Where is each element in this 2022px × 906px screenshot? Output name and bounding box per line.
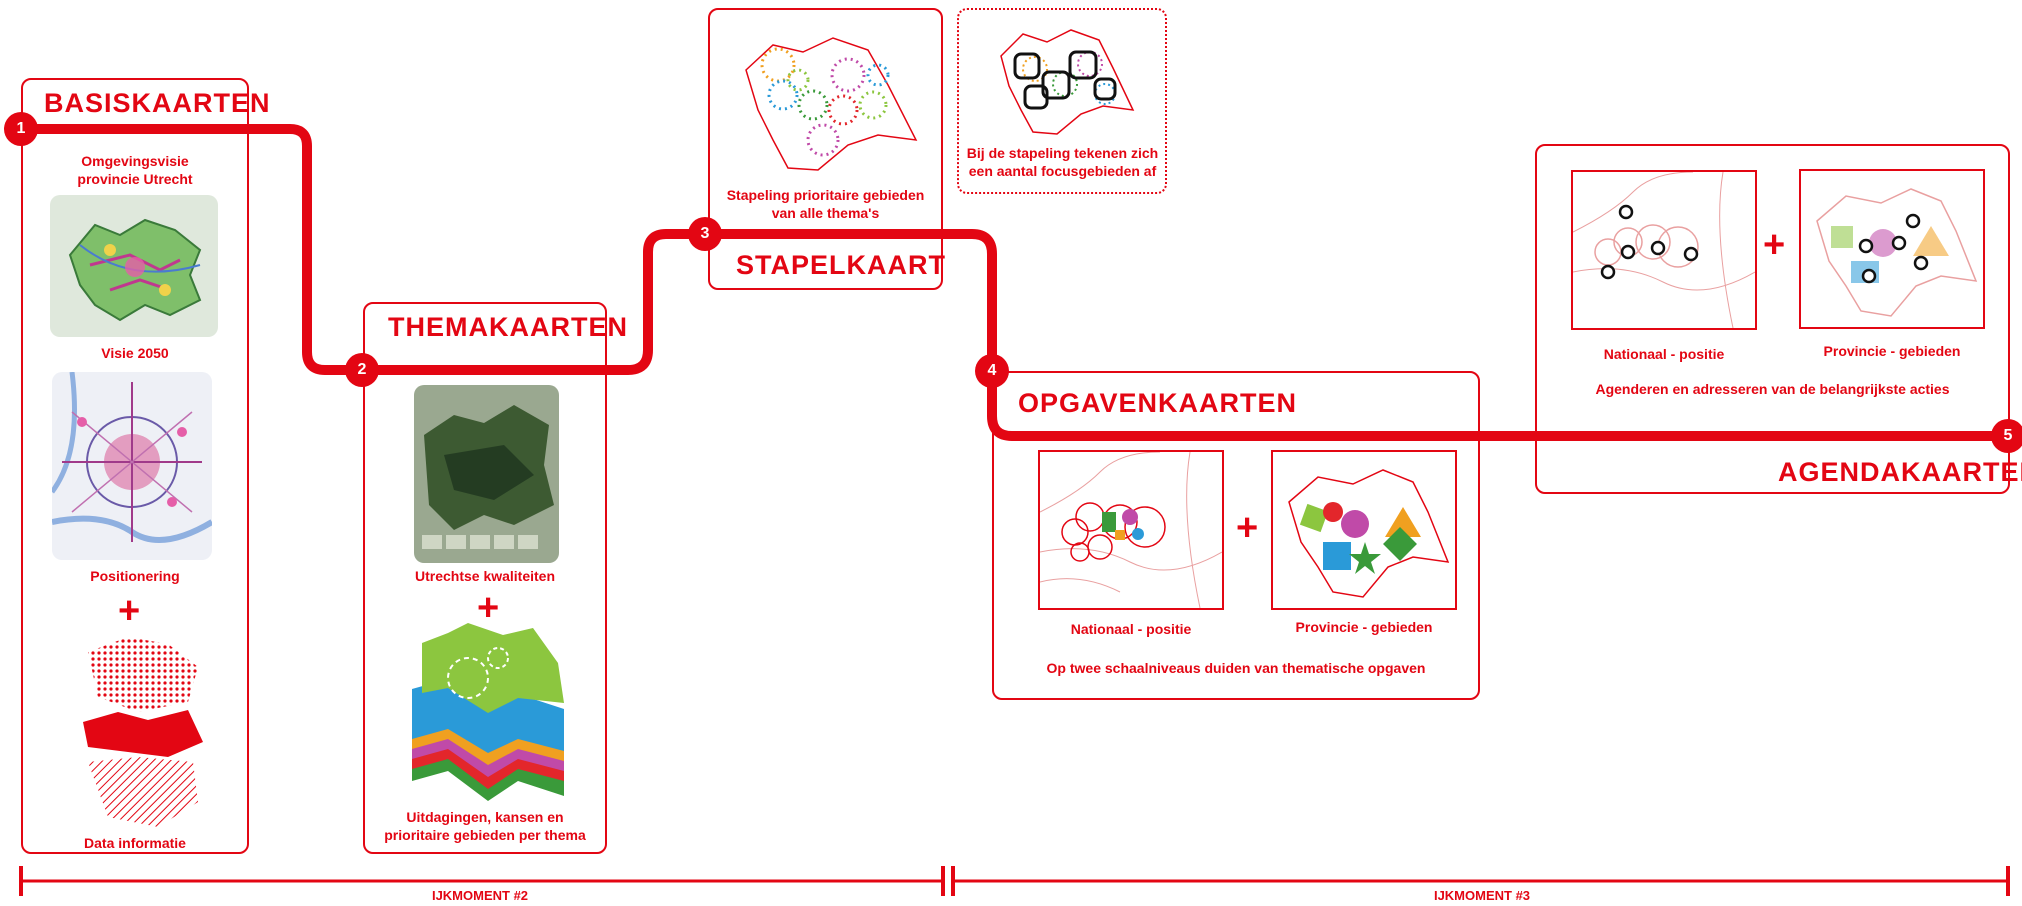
agenda-provincie-map — [1799, 169, 1985, 329]
caption-stapeling: Stapeling prioritaire gebieden van alle … — [726, 187, 925, 221]
step-marker-1: 1 — [4, 112, 38, 146]
agenda-nationaal-map — [1571, 170, 1757, 330]
data-informatie-map-image — [78, 632, 208, 830]
caption-omgevingsvisie: Omgevingsvisie provincie Utrecht — [77, 153, 193, 187]
basiskaarten-title: BASISKAARTEN — [44, 88, 271, 118]
ijkmoment-3-label: IJKMOMENT #3 — [1433, 888, 1531, 903]
caption-agenda-nationaal: Nationaal - positie — [1603, 346, 1725, 362]
caption-utrechtse-kwaliteiten: Utrechtse kwaliteiten — [414, 568, 556, 584]
step-marker-2: 2 — [345, 353, 379, 387]
caption-opgaven-provincie: Provincie - gebieden — [1295, 619, 1433, 635]
step-marker-5: 5 — [1991, 419, 2022, 453]
opgavenkaarten-title: OPGAVENKAARTEN — [1018, 388, 1298, 418]
plus-sign: + — [477, 587, 500, 629]
caption-opgaven-nationaal: Nationaal - positie — [1070, 621, 1192, 637]
caption-agenda-provincie: Provincie - gebieden — [1823, 343, 1961, 359]
caption-positionering: Positionering — [90, 568, 180, 584]
agendakaarten-title: AGENDAKAARTEN — [1778, 457, 2022, 487]
plus-sign: + — [1763, 224, 1786, 266]
caption-visie-2050: Visie 2050 — [101, 345, 169, 361]
plus-sign: + — [1236, 507, 1259, 549]
opgaven-provincie-map — [1271, 450, 1457, 610]
themakaarten-title: THEMAKAARTEN — [388, 312, 628, 342]
step-marker-4: 4 — [975, 354, 1009, 388]
utrechtse-kwaliteiten-map-image — [414, 385, 559, 563]
plus-sign: + — [118, 590, 141, 632]
thema-stack-map-image — [408, 623, 568, 805]
caption-focusgebieden: Bij de stapeling tekenen zich een aantal… — [966, 145, 1159, 179]
positionering-map-image — [52, 372, 212, 560]
caption-data-informatie: Data informatie — [84, 835, 186, 851]
stapelkaart-title: STAPELKAART — [736, 250, 946, 280]
visie-2050-map-image — [50, 195, 218, 337]
timeline-ruler — [19, 866, 2010, 896]
opgaven-nationaal-map — [1038, 450, 1224, 610]
focusgebieden-map-image — [995, 24, 1135, 140]
stapeling-map-image — [738, 30, 918, 178]
step-marker-3: 3 — [688, 217, 722, 251]
ijkmoment-2-label: IJKMOMENT #2 — [431, 888, 529, 903]
caption-opgaven-bottom: Op twee schaalniveaus duiden van themati… — [1046, 660, 1426, 676]
caption-agenda-bottom: Agenderen en adresseren van de belangrij… — [1595, 381, 1950, 397]
caption-uitdagingen: Uitdagingen, kansen en prioritaire gebie… — [384, 809, 586, 843]
